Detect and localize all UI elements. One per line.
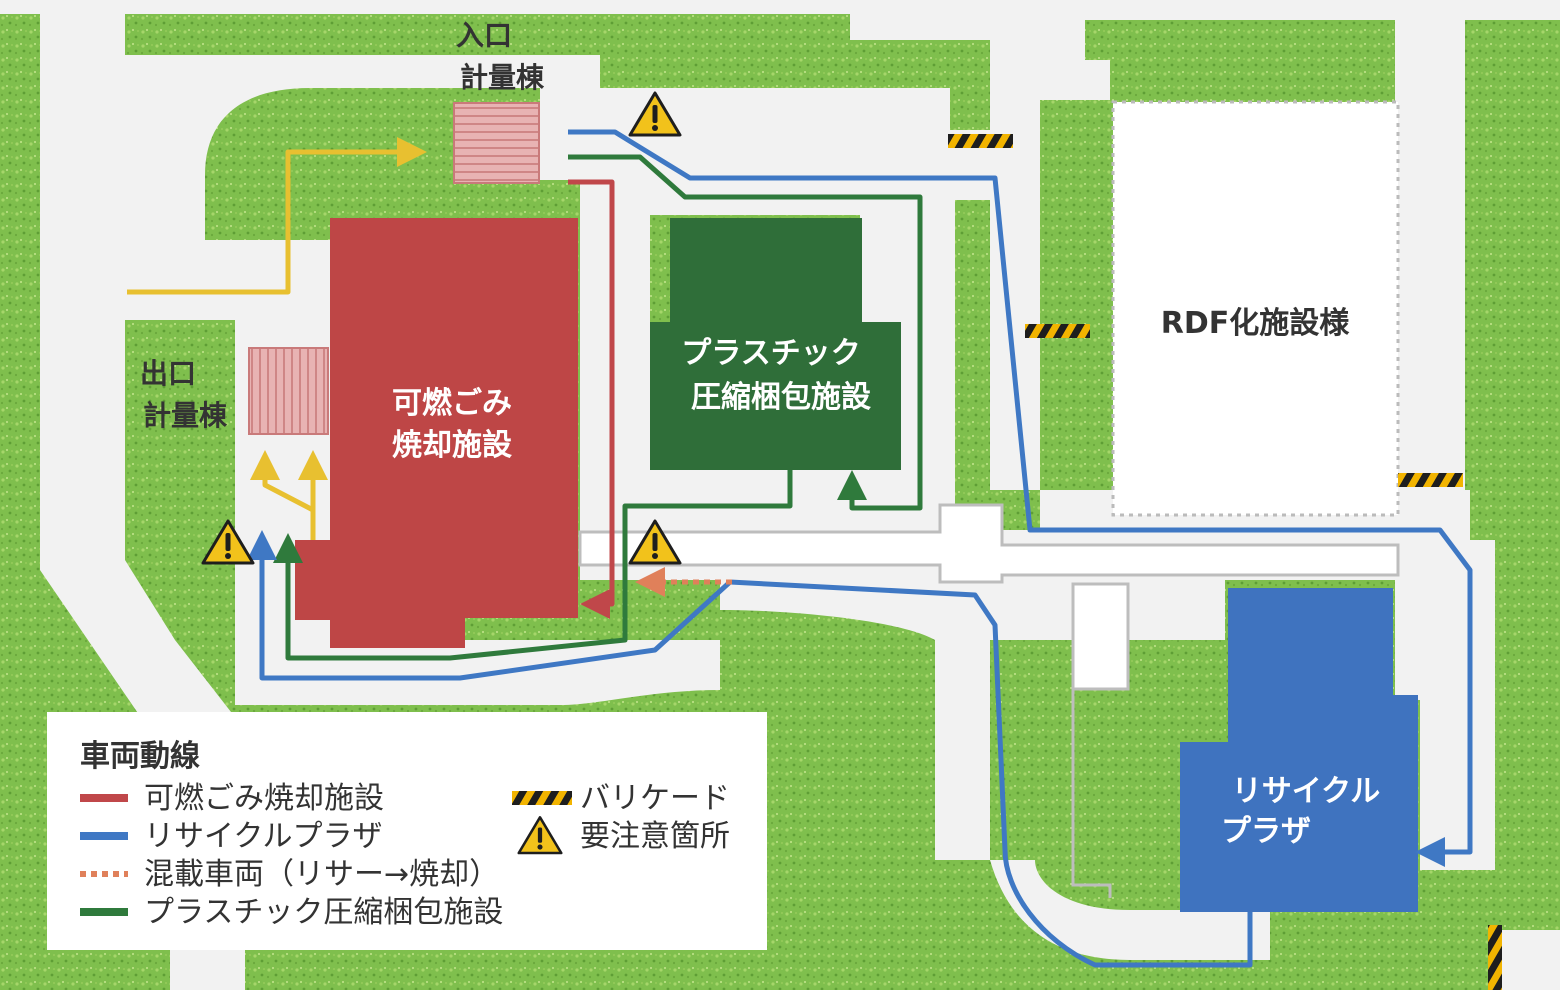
entrance-weighbridge-label-line2: 計量棟 [460, 61, 545, 94]
legend-label-warning: 要注意箇所 [580, 819, 730, 854]
legend-label-mixed: 混載車両（リサー→焼却） [144, 857, 499, 892]
plastic-label-line1: プラスチック [681, 336, 860, 371]
barricade-icon [1398, 473, 1463, 487]
incineration-building[interactable] [295, 218, 578, 648]
recycle-plaza-label-line1: リサイクル [1232, 774, 1381, 809]
barricade-icon [1025, 324, 1090, 338]
recycle-plaza-building[interactable] [1180, 588, 1418, 912]
legend-panel [47, 712, 767, 950]
incineration-label-line2: 焼却施設 [392, 428, 512, 463]
entry-route [127, 137, 427, 540]
rdf-label: RDF化施設様 [1161, 306, 1350, 341]
entrance-weighbridge-label-line1: 入口 [456, 19, 512, 52]
rdf-building[interactable] [1111, 100, 1400, 517]
legend-label-incineration: 可燃ごみ焼却施設 [144, 781, 384, 816]
barricades [948, 134, 1502, 990]
route-plastic [273, 154, 923, 661]
legend-label-plastic: プラスチック圧縮梱包施設 [144, 895, 503, 930]
incineration-label-line1: 可燃ごみ [392, 386, 512, 421]
legend-label-barricade: バリケード [580, 781, 730, 816]
plastic-building[interactable] [650, 218, 901, 470]
exit-weighbridge-label-line1: 出口 [140, 357, 196, 390]
exit-weighbridge-label-line2: 計量棟 [143, 399, 228, 432]
exit-weighbridge[interactable] [248, 347, 329, 435]
legend-title: 車両動線 [80, 739, 200, 774]
legend-label-recycle: リサイクルプラザ [144, 819, 383, 854]
barricade-icon [948, 134, 1013, 148]
recycle-plaza-label-line2: プラザ [1221, 814, 1311, 849]
route-incineration [568, 179, 615, 619]
barricade-icon [512, 791, 572, 805]
barricade-icon [1488, 925, 1502, 990]
gray-outline-structures [578, 503, 1400, 898]
plastic-label-line2: 圧縮梱包施設 [691, 380, 871, 415]
entrance-weighbridge[interactable] [453, 102, 540, 184]
legend: 車両動線 可燃ごみ焼却施設 リサイクルプラザ 混載車両（リサー→焼却） プラスチ… [47, 712, 767, 950]
